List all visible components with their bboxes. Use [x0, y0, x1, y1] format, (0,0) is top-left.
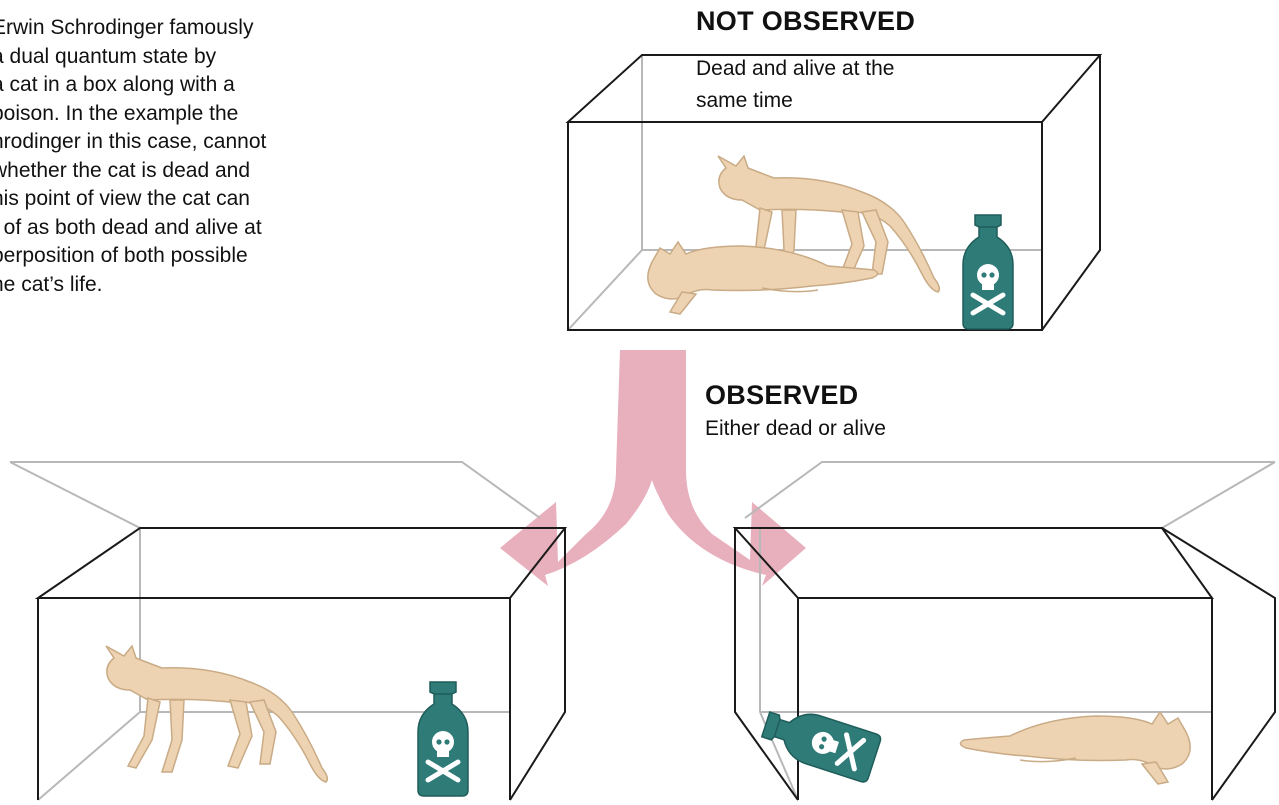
alive-box — [10, 462, 565, 800]
not-observed-heading: NOT OBSERVED — [696, 6, 915, 37]
dead-cat-icon — [960, 712, 1190, 784]
observed-heading: OBSERVED — [705, 380, 858, 411]
poison-bottle-icon — [418, 682, 468, 796]
lying-cat-icon — [648, 242, 878, 314]
poison-bottle-icon — [963, 215, 1013, 329]
observed-caption: Either dead or alive — [705, 414, 886, 444]
not-observed-caption-line2: same time — [696, 86, 793, 116]
not-observed-caption-line1: Dead and alive at the — [696, 54, 894, 84]
